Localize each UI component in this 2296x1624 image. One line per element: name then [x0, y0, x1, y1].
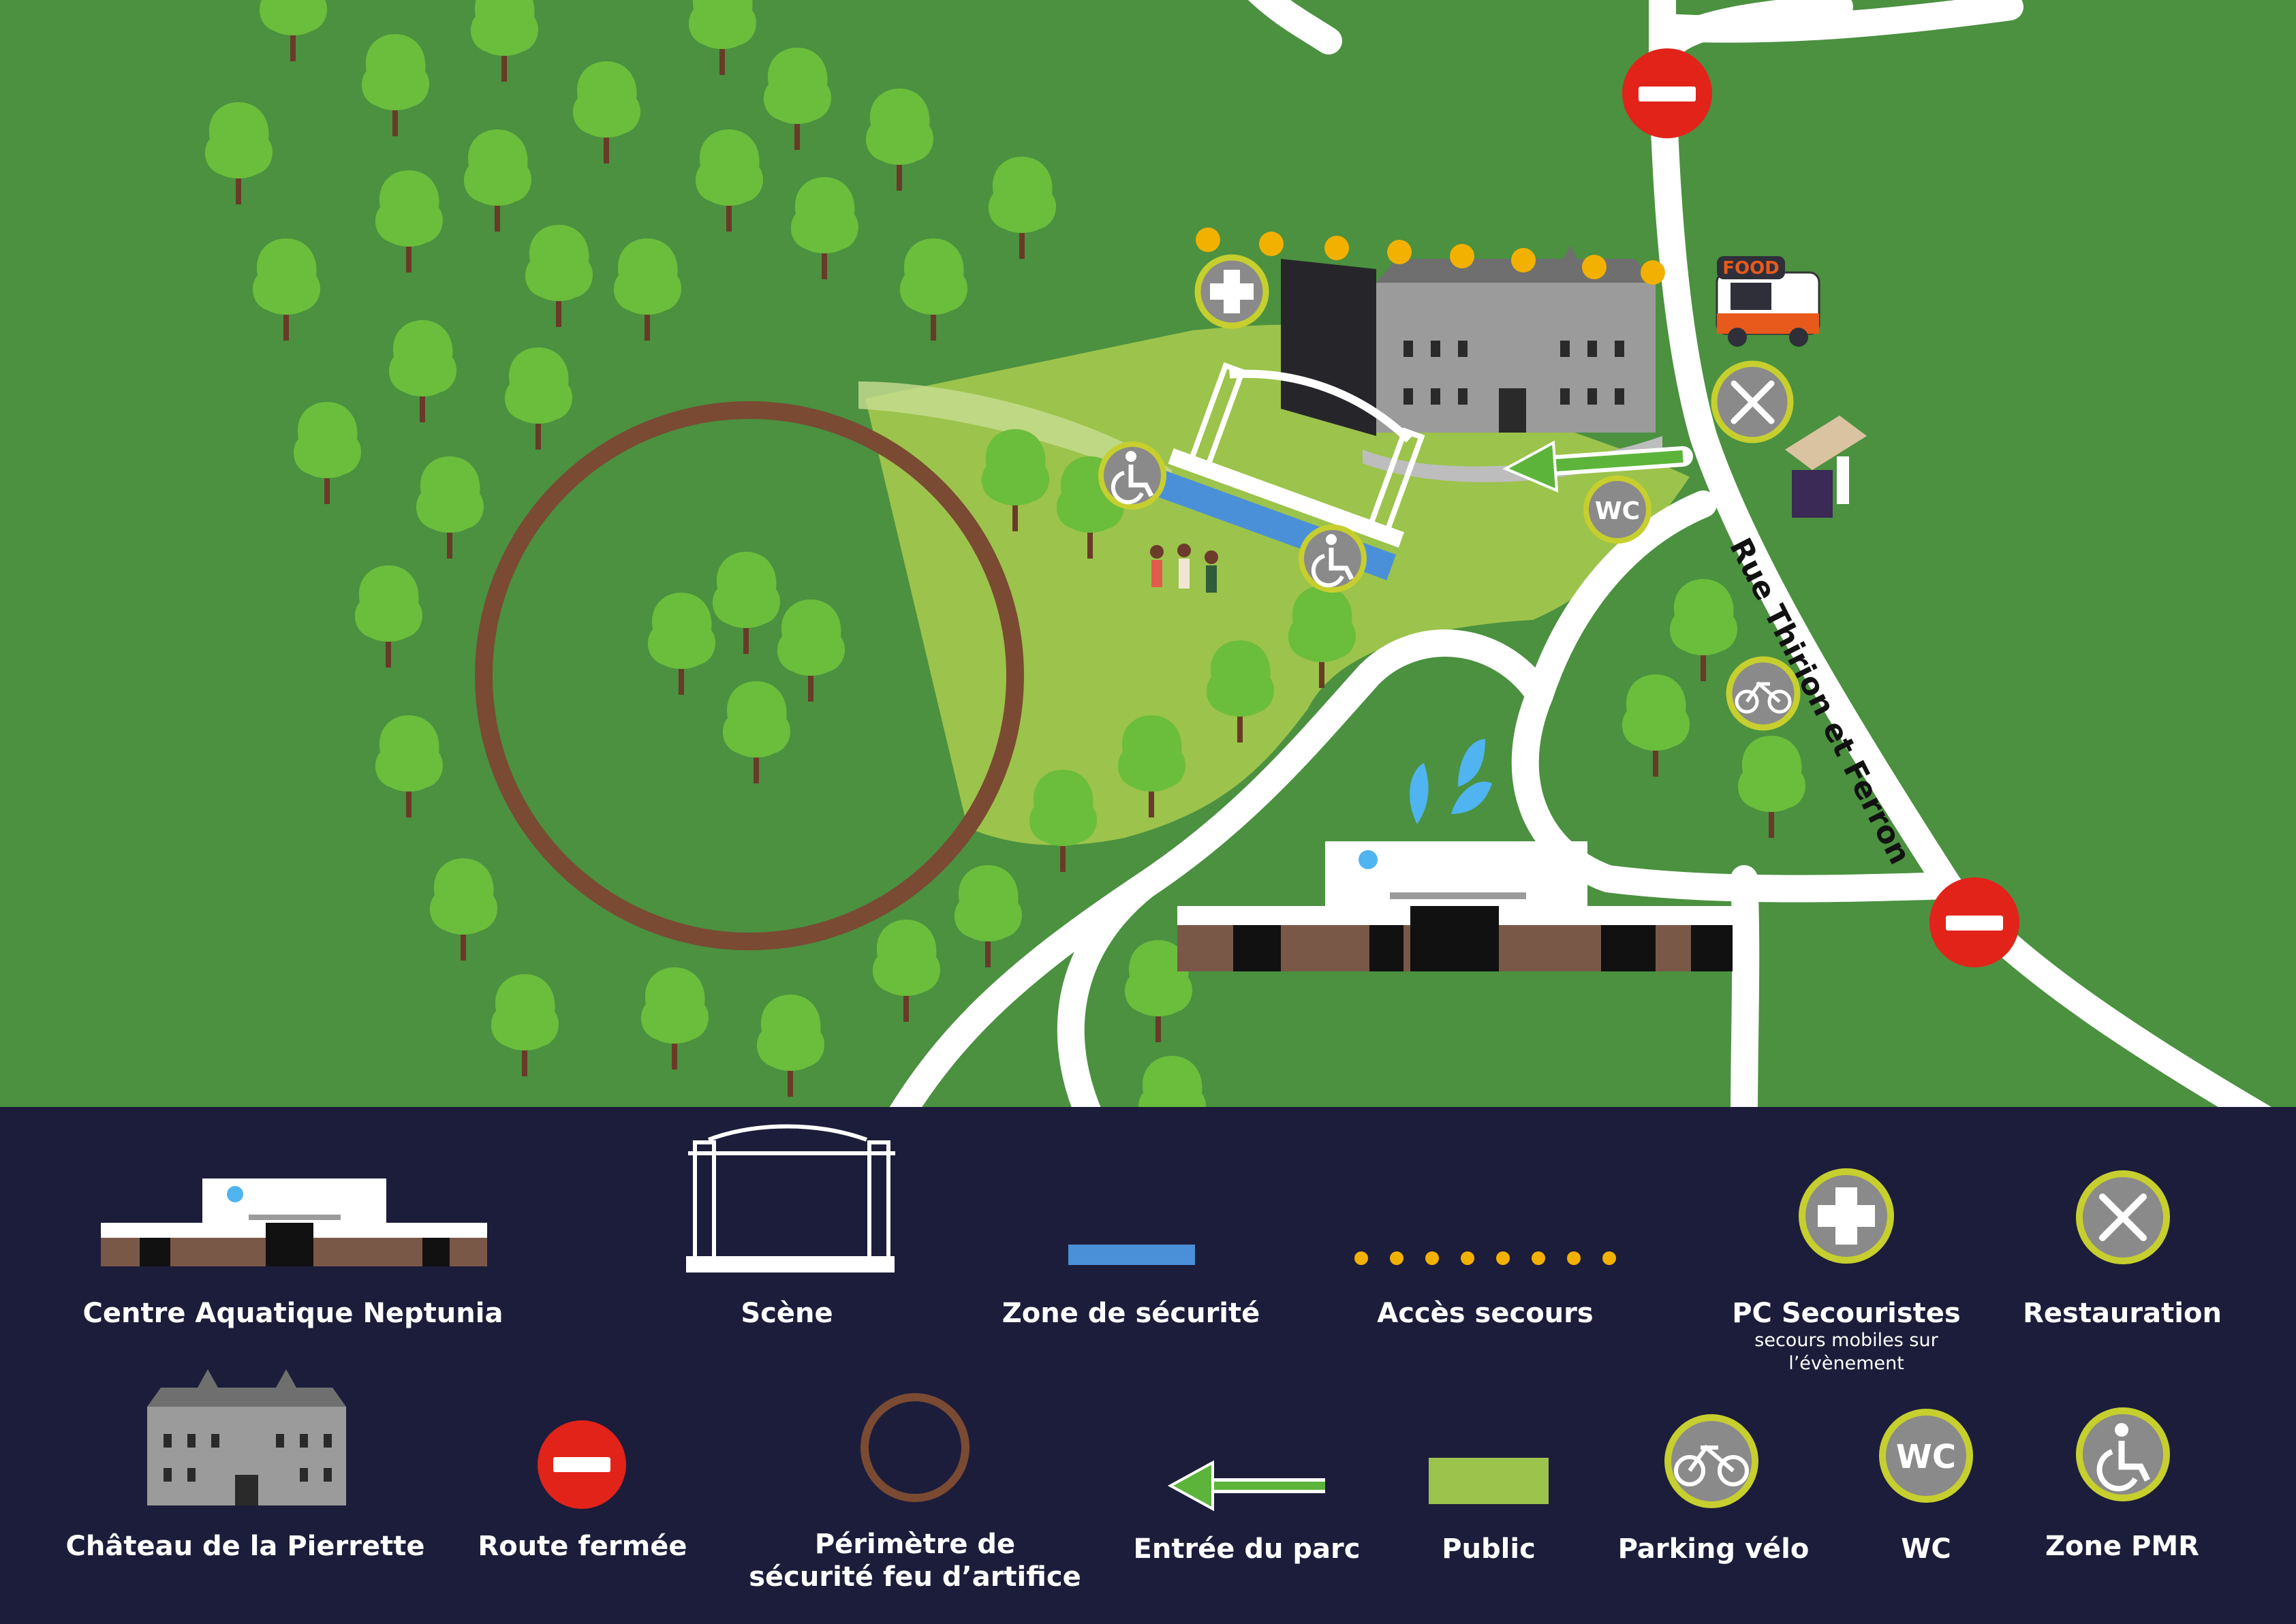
stage-icon — [686, 1124, 895, 1272]
legend-label-fireworks-perimeter: Périmètre de sécurité feu d’artifice — [749, 1529, 1081, 1593]
road-closed-sign-south — [1929, 877, 2019, 967]
stage-light-beam — [858, 381, 1172, 490]
legend-label-public: Public — [1442, 1533, 1536, 1565]
food-badge — [1711, 360, 1794, 443]
chateau-legend-icon — [147, 1369, 346, 1505]
food-truck-sign: FOOD — [1722, 258, 1780, 279]
legend-label-road-closed: Route fermée — [478, 1531, 687, 1562]
legend-label-wc: WC — [1901, 1533, 1951, 1565]
legend-label-first-aid: PC Secouristes — [1732, 1298, 1961, 1329]
wc-legend-icon: WC — [1879, 1409, 1973, 1503]
food-legend-icon — [2076, 1170, 2170, 1264]
first-aid-badge — [1194, 254, 1269, 329]
roads — [889, 0, 2271, 1107]
rescue-access-dots — [1196, 228, 1665, 285]
bike-legend-icon — [1664, 1414, 1758, 1508]
legend-label-aquatic-center: Centre Aquatique Neptunia — [82, 1298, 503, 1329]
food-truck: FOOD — [1716, 256, 1820, 347]
legend-label-rescue-access: Accès secours — [1377, 1298, 1594, 1329]
wc-badge: WC — [1583, 475, 1651, 544]
park-entrance-legend-icon — [1167, 1460, 1325, 1512]
legend-sublabel-first-aid: secours mobiles sur l’évènement — [1754, 1330, 1938, 1374]
legend-label-security-zone: Zone de sécurité — [1002, 1298, 1260, 1329]
road-closed-sign-north — [1622, 48, 1712, 138]
first-aid-legend-icon — [1799, 1168, 1894, 1264]
pmr-legend-icon — [2076, 1407, 2170, 1501]
pmr-badge-1 — [1098, 441, 1166, 510]
legend-label-park-entrance: Entrée du parc — [1133, 1533, 1361, 1565]
legend-label-chateau: Château de la Pierrette — [65, 1531, 425, 1562]
wc-badge-text: WC — [1595, 497, 1640, 525]
rescue-access-swatch — [1354, 1251, 1616, 1265]
legend-label-food: Restauration — [2023, 1298, 2222, 1329]
wc-legend-badge-text: WC — [1896, 1438, 1956, 1476]
legend-label-bike-parking: Parking vélo — [1617, 1533, 1810, 1565]
road-closed-legend-icon — [538, 1420, 626, 1509]
security-zone-swatch — [1068, 1245, 1195, 1265]
chateau-de-la-pierrette — [1281, 245, 1662, 482]
map-legend: WC Centre Aquatique Neptunia Scène Zone … — [0, 1107, 2296, 1624]
park-entrance-arrow — [1502, 440, 1693, 493]
site-map: WC FOOD — [0, 0, 2296, 1107]
pmr-badge-2 — [1299, 525, 1367, 593]
market-stall — [1785, 416, 1867, 518]
legend-icons: WC — [101, 1124, 2170, 1512]
centre-aquatique-neptunia — [1177, 739, 1733, 971]
aquatic-center-icon — [101, 1178, 487, 1266]
perimeter-legend-icon — [860, 1393, 969, 1502]
legend-label-stage: Scène — [741, 1298, 833, 1329]
fireworks-safety-perimeter — [475, 401, 1024, 950]
legend-label-pmr: Zone PMR — [2045, 1531, 2199, 1562]
bike-parking-badge — [1726, 656, 1801, 731]
crowd — [1150, 544, 1218, 593]
public-swatch — [1429, 1458, 1549, 1504]
public-zone — [865, 324, 1690, 845]
